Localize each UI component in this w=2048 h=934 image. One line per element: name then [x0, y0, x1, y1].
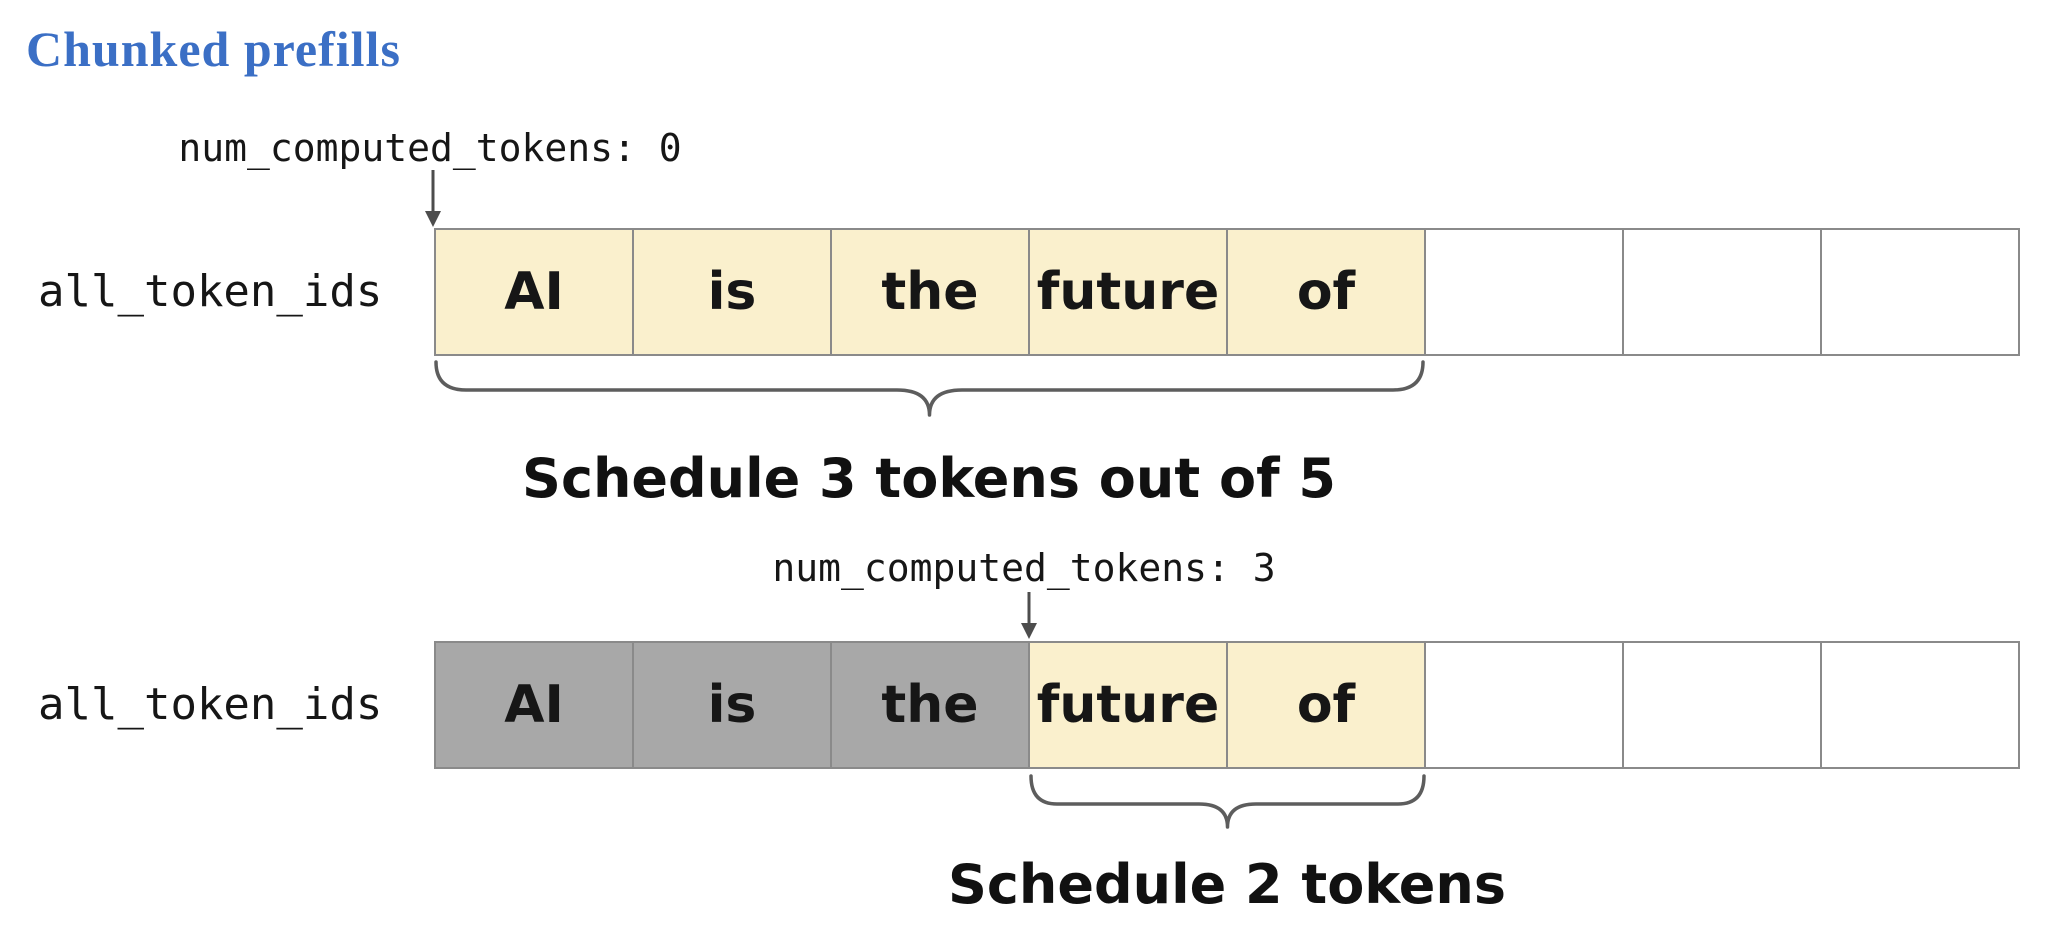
token-cell: of — [1228, 230, 1426, 354]
underbrace — [1029, 774, 1426, 829]
token-cell: future — [1030, 230, 1228, 354]
num-computed-tokens-label-step1: num_computed_tokens: 0 — [178, 126, 682, 170]
token-cell: is — [634, 643, 832, 767]
token-text: of — [1296, 262, 1356, 322]
schedule-caption-step1: Schedule 3 tokens out of 5 — [522, 447, 1336, 510]
arrow-down-icon — [1021, 592, 1037, 639]
schedule-caption-step2: Schedule 2 tokens — [948, 853, 1506, 916]
token-cell: is — [634, 230, 832, 354]
token-cell — [1822, 643, 2018, 767]
token-text: is — [707, 675, 757, 735]
all-token-ids-label-step1: all_token_ids — [38, 266, 383, 317]
arrow-down-icon — [425, 170, 441, 227]
underbrace — [434, 360, 1425, 417]
token-text: AI — [504, 262, 564, 322]
token-text: future — [1036, 675, 1220, 735]
token-cell: AI — [436, 230, 634, 354]
token-text: of — [1296, 675, 1356, 735]
token-cell: AI — [436, 643, 634, 767]
token-cell: future — [1030, 643, 1228, 767]
num-computed-tokens-label-step2: num_computed_tokens: 3 — [772, 546, 1276, 590]
token-row-step2: AI is the future of — [434, 641, 2020, 769]
token-text: AI — [504, 675, 564, 735]
token-text: the — [881, 675, 979, 735]
token-text: the — [881, 262, 979, 322]
token-text: future — [1036, 262, 1220, 322]
token-cell: of — [1228, 643, 1426, 767]
token-cell: the — [832, 230, 1030, 354]
token-cell — [1426, 643, 1624, 767]
token-cell — [1624, 230, 1822, 354]
all-token-ids-label-step2: all_token_ids — [38, 679, 383, 730]
diagram-title: Chunked prefills — [26, 21, 401, 77]
token-cell: the — [832, 643, 1030, 767]
token-cell — [1624, 643, 1822, 767]
token-cell — [1426, 230, 1624, 354]
token-text: is — [707, 262, 757, 322]
token-row-step1: AI is the future of — [434, 228, 2020, 356]
token-cell — [1822, 230, 2018, 354]
